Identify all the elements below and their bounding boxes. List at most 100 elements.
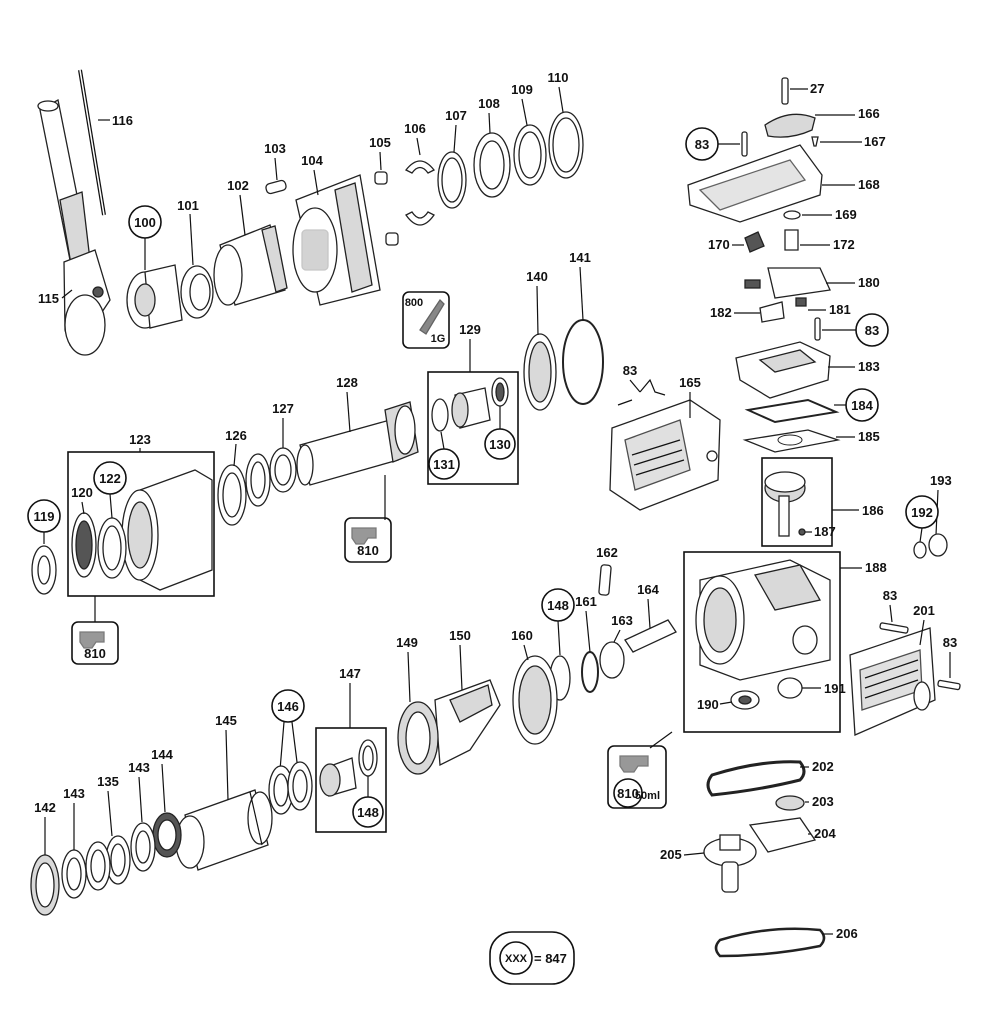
callout-810-c: [613, 778, 643, 808]
legend-box: [489, 931, 575, 985]
label-116: 116: [112, 113, 133, 128]
label-143-b: 143: [63, 786, 85, 801]
label-160: 160: [511, 628, 533, 643]
top-cover-assembly: [687, 77, 841, 453]
label-147: 147: [339, 666, 361, 681]
label-102: 102: [227, 178, 249, 193]
label-188: 188: [865, 560, 887, 575]
label-105: 105: [369, 135, 391, 150]
label-110: 110: [548, 70, 569, 85]
label-130: 130: [489, 437, 511, 452]
box-188: [683, 551, 841, 733]
label-165: 165: [679, 375, 701, 390]
label-170: 170: [708, 237, 730, 252]
piston-parts-129: [431, 377, 509, 432]
legend-callout: [499, 941, 533, 975]
label-149: 149: [396, 635, 418, 650]
piston-parts-147: [319, 739, 378, 797]
label-108: 108: [478, 96, 500, 111]
label-187: 187: [814, 524, 836, 539]
grease-box-810-a: [71, 621, 119, 665]
label-810-b: 810: [357, 543, 379, 558]
box-129: [427, 371, 519, 485]
box-186: [761, 457, 833, 547]
label-107: 107: [445, 108, 467, 123]
clutch-housing-123: [71, 469, 213, 591]
label-27: 27: [810, 81, 824, 96]
label-800: 800: [405, 297, 423, 309]
label-164: 164: [637, 582, 659, 597]
gear-shaft-186: [764, 471, 806, 537]
box-123: [67, 451, 215, 597]
label-135: 135: [97, 774, 119, 789]
label-83-a: 83: [695, 137, 709, 152]
parts-149-150: [397, 679, 501, 775]
label-205: 205: [660, 847, 682, 862]
gear-housing-188: [695, 559, 831, 710]
label-115: 115: [38, 291, 59, 306]
label-146: 146: [277, 699, 299, 714]
label-104: 104: [301, 153, 323, 168]
label-83-b: 83: [865, 323, 879, 338]
label-168: 168: [858, 177, 880, 192]
label-810-c: 810: [617, 786, 639, 801]
bearings-140-141: [523, 319, 604, 411]
label-204: 204: [814, 826, 836, 841]
label-166: 166: [858, 106, 880, 121]
label-182: 182: [710, 305, 732, 320]
label-181: 181: [829, 302, 851, 317]
label-131: 131: [433, 457, 455, 472]
label-150: 150: [449, 628, 471, 643]
cover-201: [849, 622, 961, 736]
label-83-c: 83: [883, 588, 897, 603]
grease-box-800: [402, 291, 450, 349]
label-192: 192: [911, 505, 933, 520]
legend-equals: = 847: [534, 951, 567, 966]
label-201: 201: [913, 603, 935, 618]
label-100: 100: [134, 215, 156, 230]
label-184: 184: [851, 398, 873, 413]
label-144: 144: [151, 747, 173, 762]
label-169: 169: [835, 207, 857, 222]
label-148-a: 148: [547, 598, 569, 613]
label-810-a: 810: [84, 646, 106, 661]
label-122: 122: [99, 471, 121, 486]
washers-135-144: [30, 812, 182, 916]
label-206: 206: [836, 926, 858, 941]
label-167: 167: [864, 134, 886, 149]
spindle-parts-126-128: [217, 401, 419, 526]
label-109: 109: [511, 82, 533, 97]
label-203: 203: [812, 794, 834, 809]
label-83-e: 83: [623, 363, 637, 378]
cylinder-145: [175, 789, 273, 871]
label-1g: 1G: [431, 333, 446, 345]
label-148-b: 148: [357, 805, 379, 820]
label-162: 162: [596, 545, 618, 560]
grease-box-810-c: [607, 745, 667, 809]
label-50ml: 50ml: [635, 790, 660, 802]
label-128: 128: [336, 375, 358, 390]
label-106: 106: [404, 121, 426, 136]
label-161: 161: [575, 594, 597, 609]
chuck-nose-parts: [126, 111, 584, 329]
label-190: 190: [697, 697, 719, 712]
motor-housing-165: [609, 378, 721, 511]
chain-gear-parts: [703, 760, 826, 958]
side-handle-assembly: [37, 98, 111, 356]
label-202: 202: [812, 759, 834, 774]
label-120: 120: [71, 485, 93, 500]
label-103: 103: [264, 141, 286, 156]
label-119: 119: [34, 509, 55, 524]
label-127: 127: [272, 401, 294, 416]
label-172: 172: [833, 237, 855, 252]
label-101: 101: [177, 198, 199, 213]
label-126: 126: [225, 428, 247, 443]
label-185: 185: [858, 429, 880, 444]
bearing-parts-160-164: [512, 564, 677, 745]
callout-146: [271, 689, 305, 723]
legend-xxx: XXX: [505, 953, 528, 965]
label-123: 123: [129, 432, 151, 447]
label-141: 141: [569, 250, 591, 265]
label-140: 140: [526, 269, 548, 284]
